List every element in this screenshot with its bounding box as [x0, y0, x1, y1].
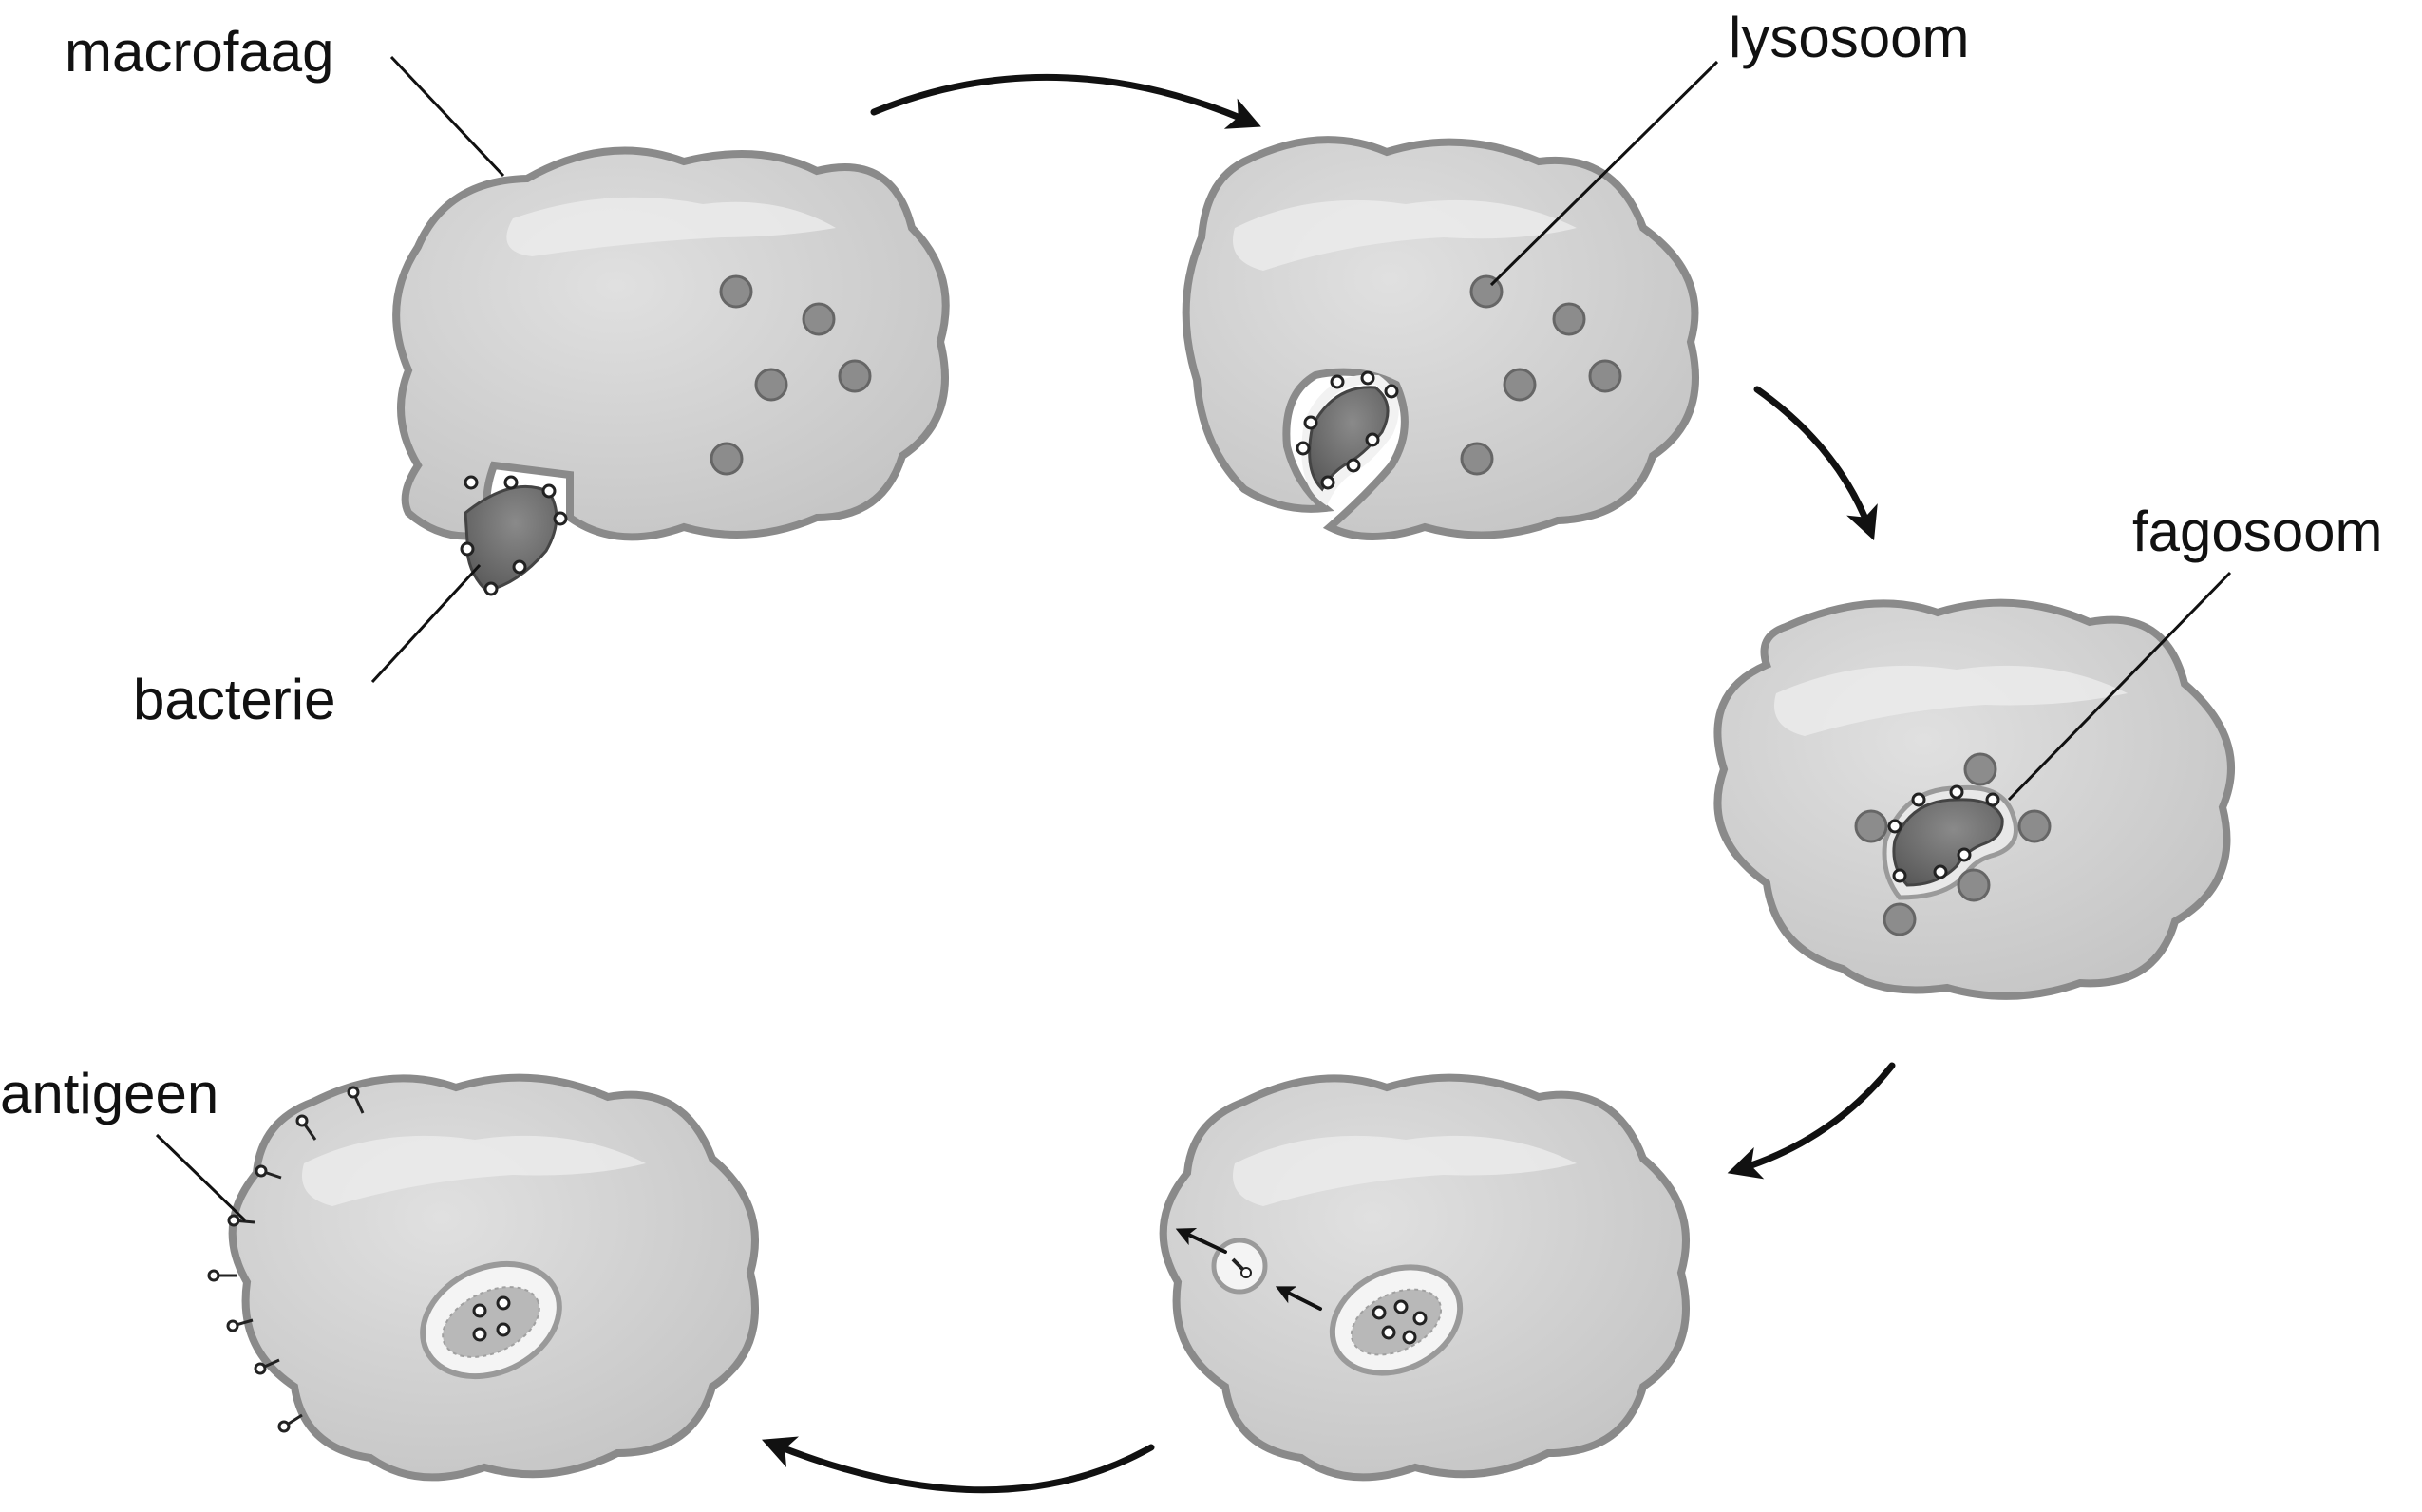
label-lysosome: lysosoom [1729, 6, 1969, 69]
leader-macrophage [389, 55, 505, 178]
residual-body [1329, 1264, 1464, 1376]
lysosome [1588, 359, 1622, 393]
cell-2-membrane [1182, 136, 1699, 540]
cycle-arrow-4-to-5 [761, 1436, 1155, 1494]
leader-lysosome [1489, 60, 1719, 287]
lysosome [1552, 302, 1586, 336]
cell-1-lysosomes [710, 274, 872, 476]
lysosome [710, 442, 744, 476]
cycle-arrow-2-to-3 [1753, 386, 1878, 541]
bacterium-body [464, 484, 558, 593]
lysosome [1854, 809, 1888, 843]
lysosome [719, 274, 753, 309]
lysosome [1460, 442, 1494, 476]
cell-5-highlight [302, 1135, 646, 1206]
lysosome [802, 302, 836, 336]
cycle-arrow-1-to-2 [870, 73, 1261, 129]
label-macrophage: macrofaag [65, 20, 333, 84]
cell-1-macrophage [392, 146, 950, 541]
lysosome [1963, 752, 1997, 786]
phagocytic-cup [1301, 374, 1399, 506]
lysosome [838, 359, 872, 393]
bacterium [460, 475, 568, 596]
lysosome [2017, 809, 2052, 843]
lysosome [1503, 368, 1537, 402]
transport-arrow-to-vesicle [1275, 1286, 1322, 1311]
phagosome-bacterium [1892, 798, 2004, 887]
antigen-vesicle [1211, 1238, 1268, 1295]
cell-2-macrophage [1182, 136, 1699, 540]
cell-3-lysosomes [1854, 752, 2052, 936]
transport-arrow-to-membrane [1175, 1228, 1227, 1254]
label-bacterium: bacterie [133, 668, 335, 731]
cell-4-highlight [1233, 1135, 1577, 1206]
leader-antigen [155, 1133, 247, 1222]
lysosome [754, 368, 788, 402]
engulfed-bacterium [1296, 370, 1399, 506]
label-antigen: antigeen [0, 1062, 218, 1125]
lysosome [1957, 868, 1991, 902]
lysosome [1883, 902, 1917, 936]
cell-2-lysosomes [1460, 274, 1622, 476]
cell-1-highlight [506, 197, 836, 256]
leader-bacterium [370, 563, 482, 684]
cell-2-highlight [1233, 199, 1577, 271]
leader-phagosome [2007, 571, 2232, 802]
cell-5-residual-body [420, 1260, 562, 1380]
cell-3-highlight [1774, 665, 2128, 736]
engulfed-bacterium-body [1308, 386, 1390, 492]
digested-material [1350, 1288, 1443, 1356]
phagosome [1882, 784, 2018, 900]
cycle-arrow-3-to-4 [1727, 1062, 1896, 1180]
label-phagosome: fagosoom [2132, 500, 2383, 563]
